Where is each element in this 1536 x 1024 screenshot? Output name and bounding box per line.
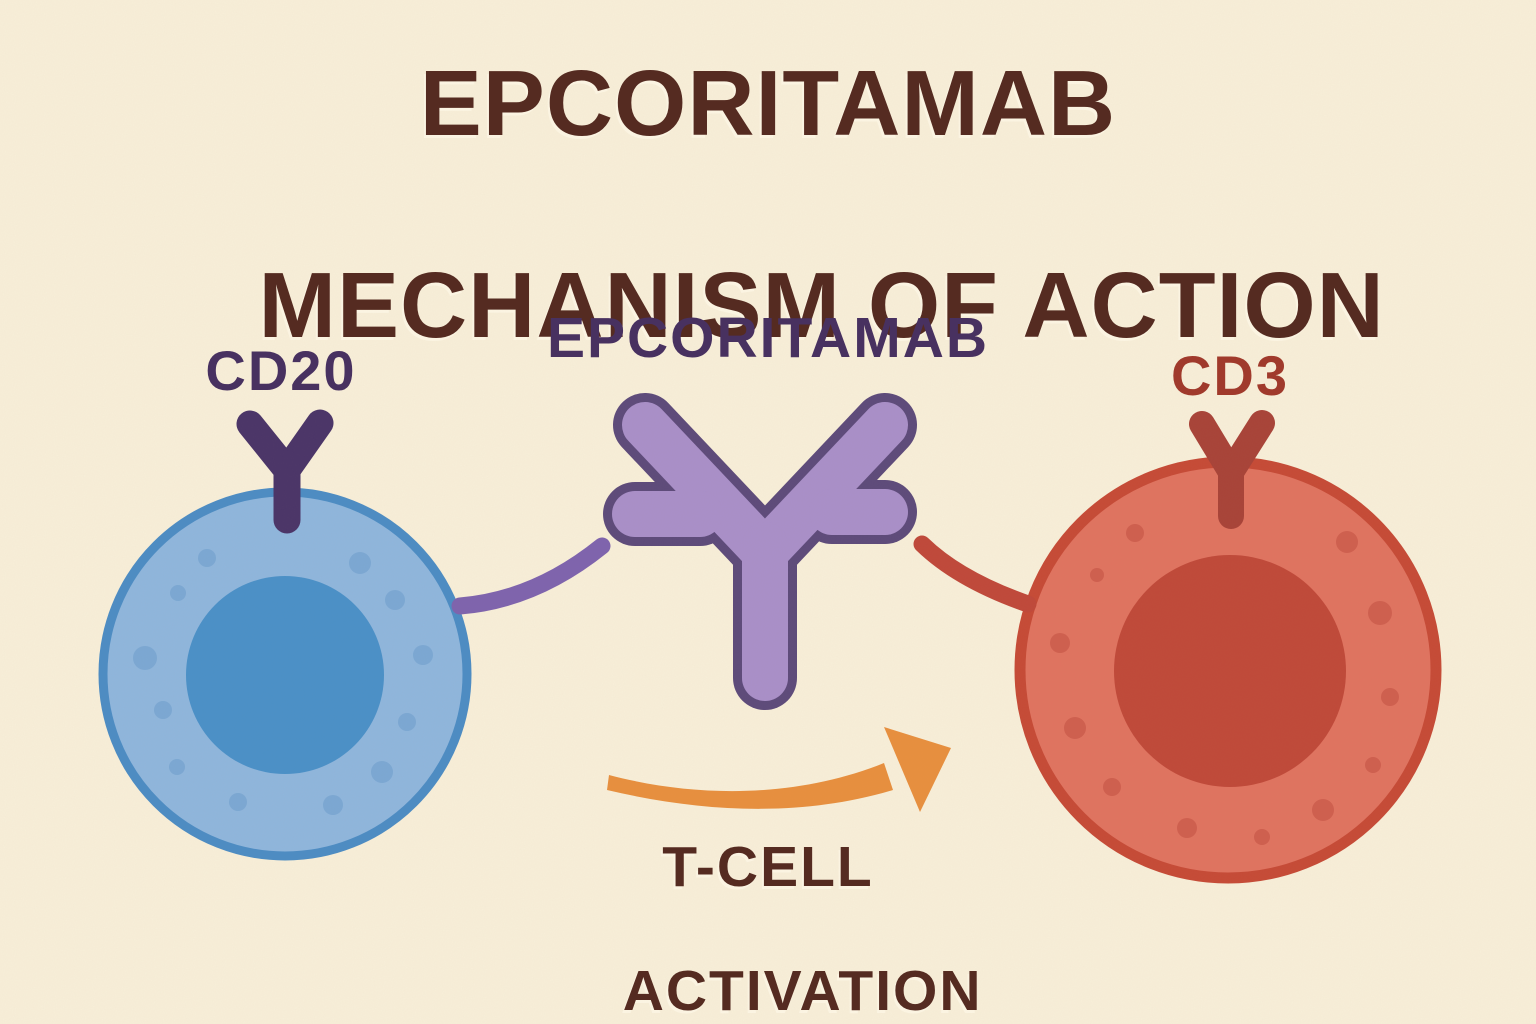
antibody-label: EPCORITAMAB bbox=[546, 306, 990, 370]
t-cell-activation-label: T-CELL ACTIVATION bbox=[0, 836, 1536, 1024]
cd20-label: CD20 bbox=[205, 339, 357, 402]
page-title-line1: EPCORITAMAB bbox=[419, 51, 1117, 155]
page-title: EPCORITAMAB MECHANISM OF ACTION bbox=[0, 53, 1536, 457]
cd3-label: CD3 bbox=[1170, 344, 1290, 407]
t-cell-activation-line1: T-CELL bbox=[662, 835, 874, 899]
t-cell-activation-line2: ACTIVATION bbox=[622, 959, 983, 1023]
page-title-line2: MECHANISM OF ACTION bbox=[258, 253, 1385, 357]
